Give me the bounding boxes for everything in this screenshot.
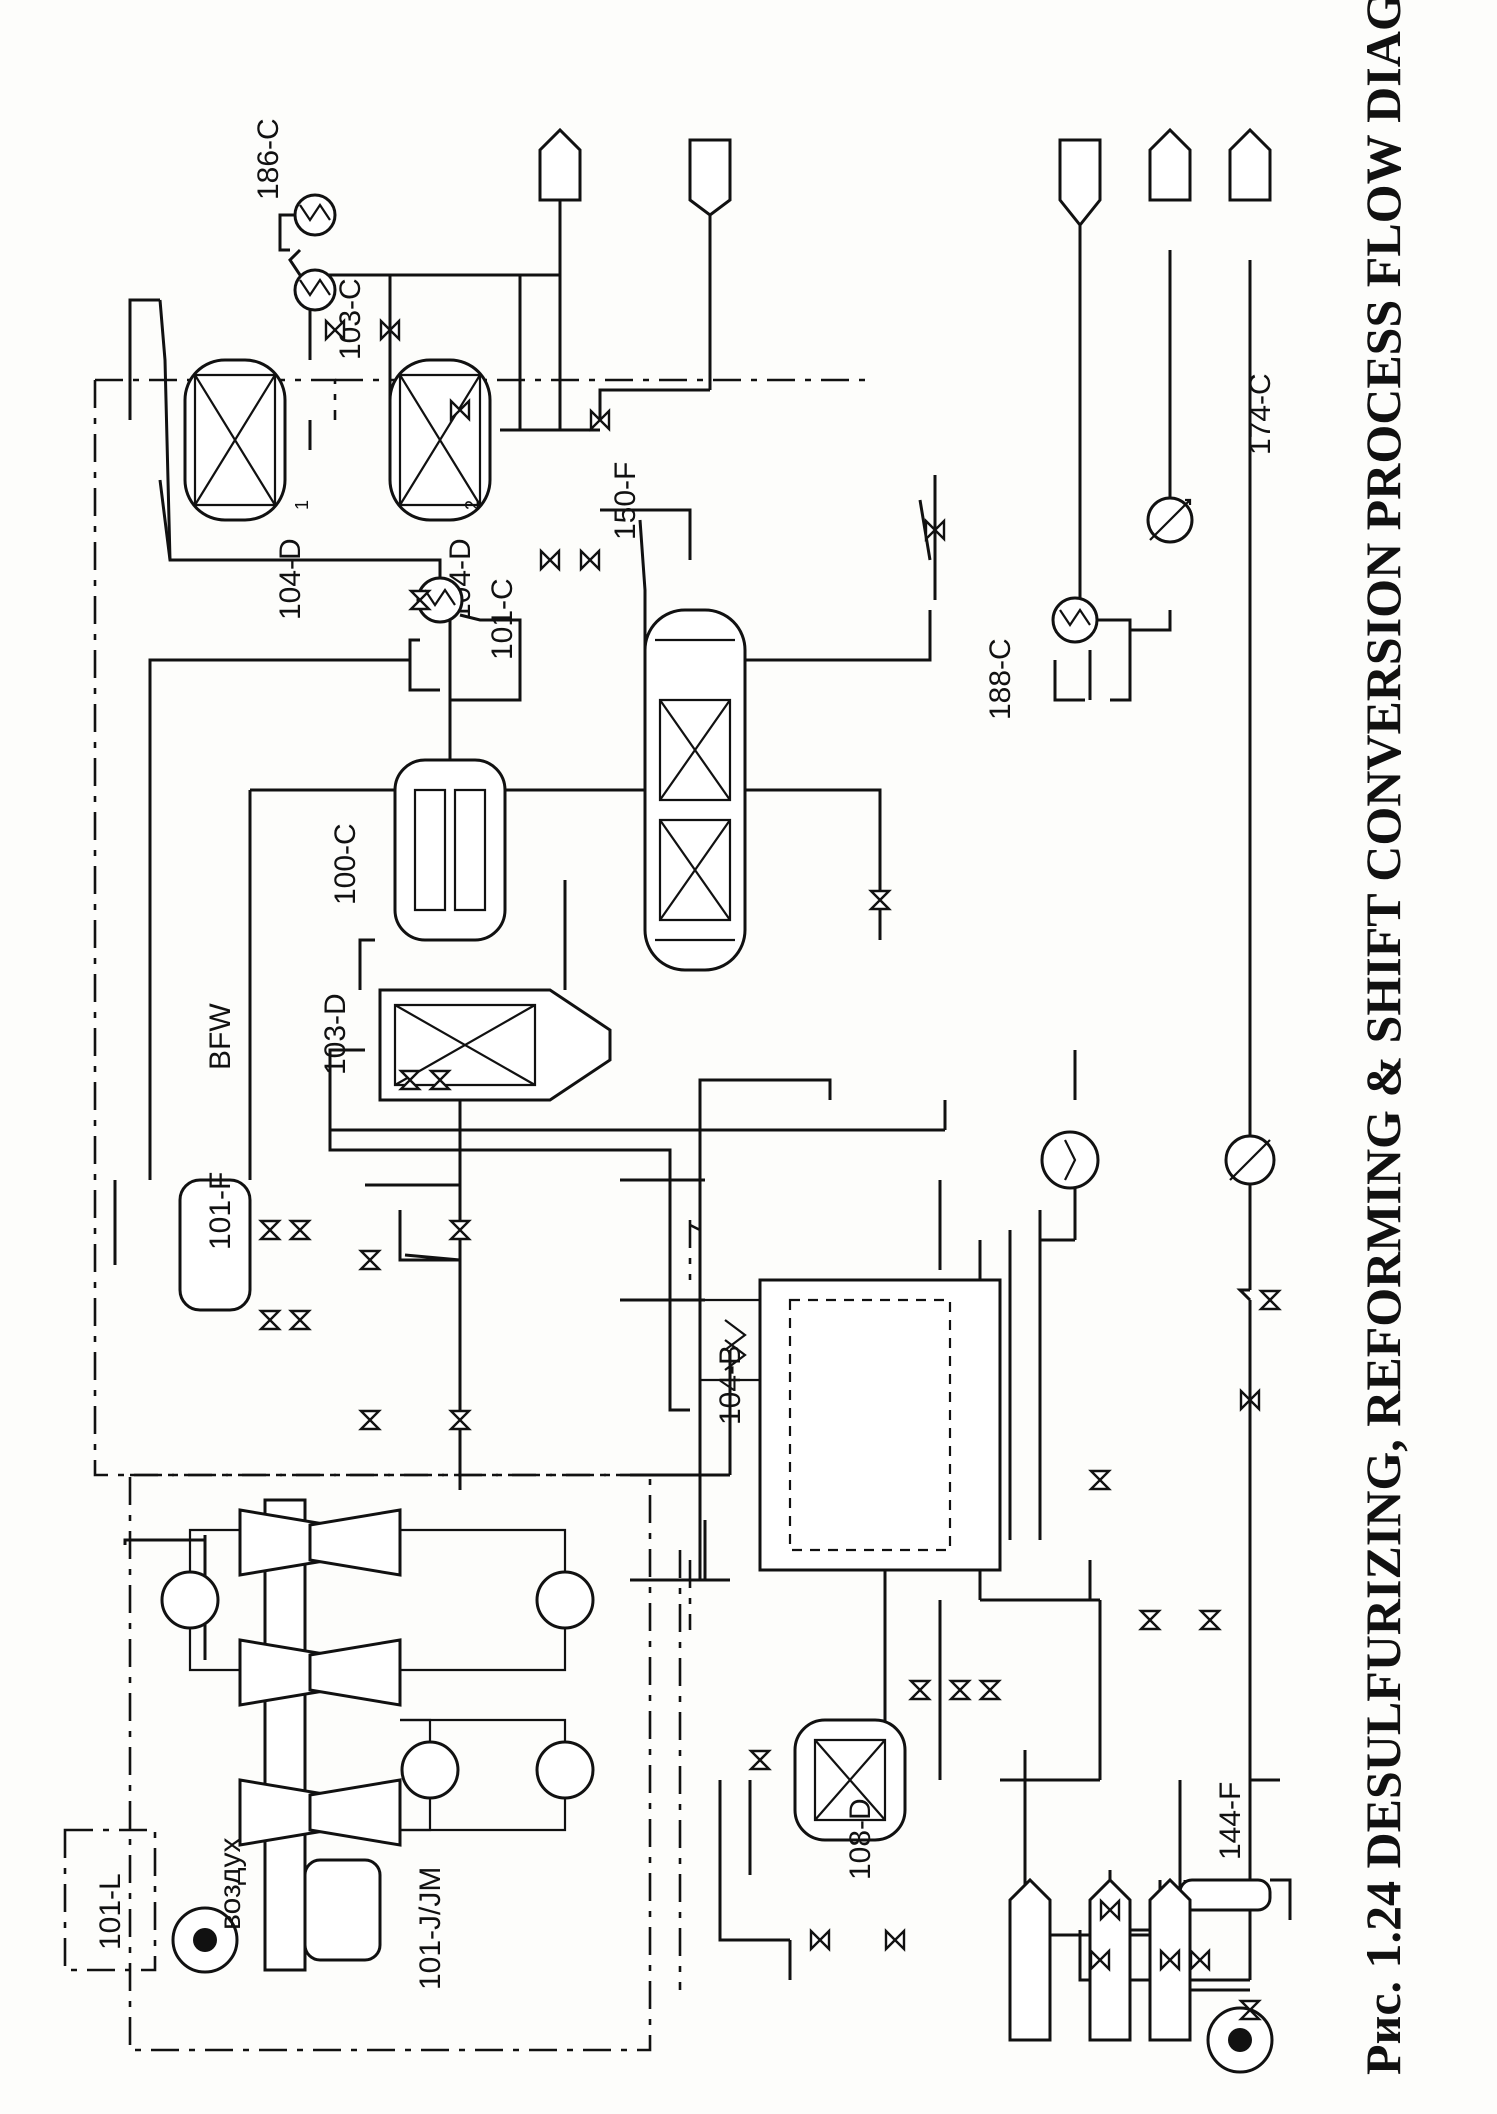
valve-icon: [908, 1679, 932, 1701]
label-104b: 104-B: [714, 1345, 747, 1425]
label-104d1-sub: 1: [292, 500, 312, 510]
label-108d: 108-D: [844, 1798, 877, 1880]
valve-icon: [358, 1409, 382, 1431]
label-174c: 174-C: [1244, 373, 1277, 455]
compressor-boundary: [128, 1473, 652, 2052]
valve-icon: [1198, 1609, 1222, 1631]
label-104d2-sub: 2: [462, 500, 482, 510]
valve-icon: [448, 1409, 472, 1431]
valve-icon: [1099, 1898, 1121, 1922]
compressor-shaft: [263, 1498, 307, 1972]
valve-icon: [748, 1749, 772, 1771]
heater-group: [1224, 1134, 1276, 1186]
valve-icon: [258, 1309, 282, 1331]
reactor-108d-group: 108-D: [793, 1718, 907, 1880]
feed-inlet-1: [688, 138, 732, 217]
valve-icon: [358, 1249, 382, 1271]
label-188c: 188-C: [984, 638, 1017, 720]
valve-icon: [288, 1219, 312, 1241]
label-101c: 101-C: [486, 578, 519, 660]
cooler-174c-group: 174-C: [1146, 373, 1277, 544]
valve-icon: [379, 318, 401, 342]
steam-header: [93, 380, 720, 1477]
valve-icon: [258, 1219, 282, 1241]
drum-101f: [178, 1178, 252, 1312]
product-outlet-3: [1228, 127, 1272, 202]
valve-icon: [589, 408, 611, 432]
feed-inlet-2: [1058, 138, 1102, 228]
furnace-104b-group: 104-B: [700, 1278, 1002, 1572]
valve-icon: [449, 398, 471, 422]
furnace-104b: [758, 1278, 1002, 1572]
label-bfw: BFW: [204, 1003, 237, 1070]
valve-icon: [1258, 1289, 1282, 1311]
compressor-block: 101-J/JM: [128, 1473, 652, 2052]
valve-icon: [1088, 1469, 1112, 1491]
compressor-5: [308, 1638, 402, 1707]
valve-icon: [978, 1679, 1002, 1701]
cooler-c: [400, 1740, 460, 1800]
label-186c: 186-C: [252, 118, 285, 200]
figure-caption: Рис. 1.24 DESULFURIZING, REFORMING & SHI…: [1355, 0, 1411, 2075]
valve-icon: [324, 318, 346, 342]
motor-101j: [303, 1858, 382, 1962]
pump-group: [1040, 1130, 1100, 1190]
feed-bottom-1: [1008, 1877, 1052, 2042]
label-150f: 150-F: [609, 462, 642, 540]
valves: [258, 318, 1282, 2021]
valve-icon: [948, 1679, 972, 1701]
valve-icon: [924, 518, 946, 542]
valve-icon: [1239, 1388, 1261, 1412]
drum-144f-group: 144-F: [1178, 1782, 1274, 2074]
cooler-b: [535, 1570, 595, 1630]
valve-icon: [408, 589, 432, 611]
valve-icon: [809, 1928, 831, 1952]
exchanger-101c-group: 101-C: [416, 576, 519, 660]
exchanger-103c: [293, 268, 337, 312]
valve-icon: [428, 1069, 452, 1091]
valve-icon: [1238, 1999, 1262, 2021]
valve-icon: [884, 1928, 906, 1952]
pump: [1040, 1130, 1100, 1190]
label-104d1: 104-D: [274, 538, 307, 620]
compressor-4: [308, 1508, 402, 1577]
valve-icon: [398, 1069, 422, 1091]
valve-icon: [1159, 1948, 1181, 1972]
label-101j: 101-J/JM: [414, 1867, 447, 1990]
label-101f: 101-F: [204, 1172, 237, 1250]
exchanger-101c: [416, 576, 464, 624]
valve-icon: [539, 548, 561, 572]
top-section: 186-C 103-C 104-D 1 104-D 2: [183, 118, 1272, 620]
box-101l: [63, 1828, 157, 1972]
exchanger-188c: [1051, 596, 1099, 644]
valve-icon: [1138, 1609, 1162, 1631]
drum-101f-group: 101-F: [178, 1172, 252, 1312]
label-100c: 100-C: [329, 823, 362, 905]
label-103d: 103-D: [319, 993, 352, 1075]
boiler-100c: [393, 758, 507, 942]
exchanger-188c-group: 188-C: [984, 596, 1099, 720]
product-outlet-2: [1148, 127, 1192, 202]
air-intake-group: 101-L воздух: [63, 1828, 247, 1974]
label-101l: 101-L: [94, 1873, 127, 1950]
drum-144f: [1178, 1878, 1272, 1912]
label-vozdukh: воздух: [214, 1837, 247, 1930]
product-outlet-1: [538, 127, 582, 202]
compressor-6: [308, 1778, 402, 1847]
exchanger-186c: [293, 193, 337, 237]
valve-icon: [1089, 1948, 1111, 1972]
label-103c: 103-C: [334, 278, 367, 360]
valve-icon: [288, 1309, 312, 1331]
vessel-150f-group: 150-F: [609, 462, 747, 972]
label-144f: 144-F: [1214, 1782, 1247, 1860]
cooler-a: [160, 1570, 220, 1630]
valve-icon: [448, 1219, 472, 1241]
valve-icon: [579, 548, 601, 572]
cooler-d: [535, 1740, 595, 1800]
valve-icon: [868, 889, 892, 911]
boiler-100c-group: 100-C: [329, 758, 507, 942]
valve-icon: [1189, 1948, 1211, 1972]
